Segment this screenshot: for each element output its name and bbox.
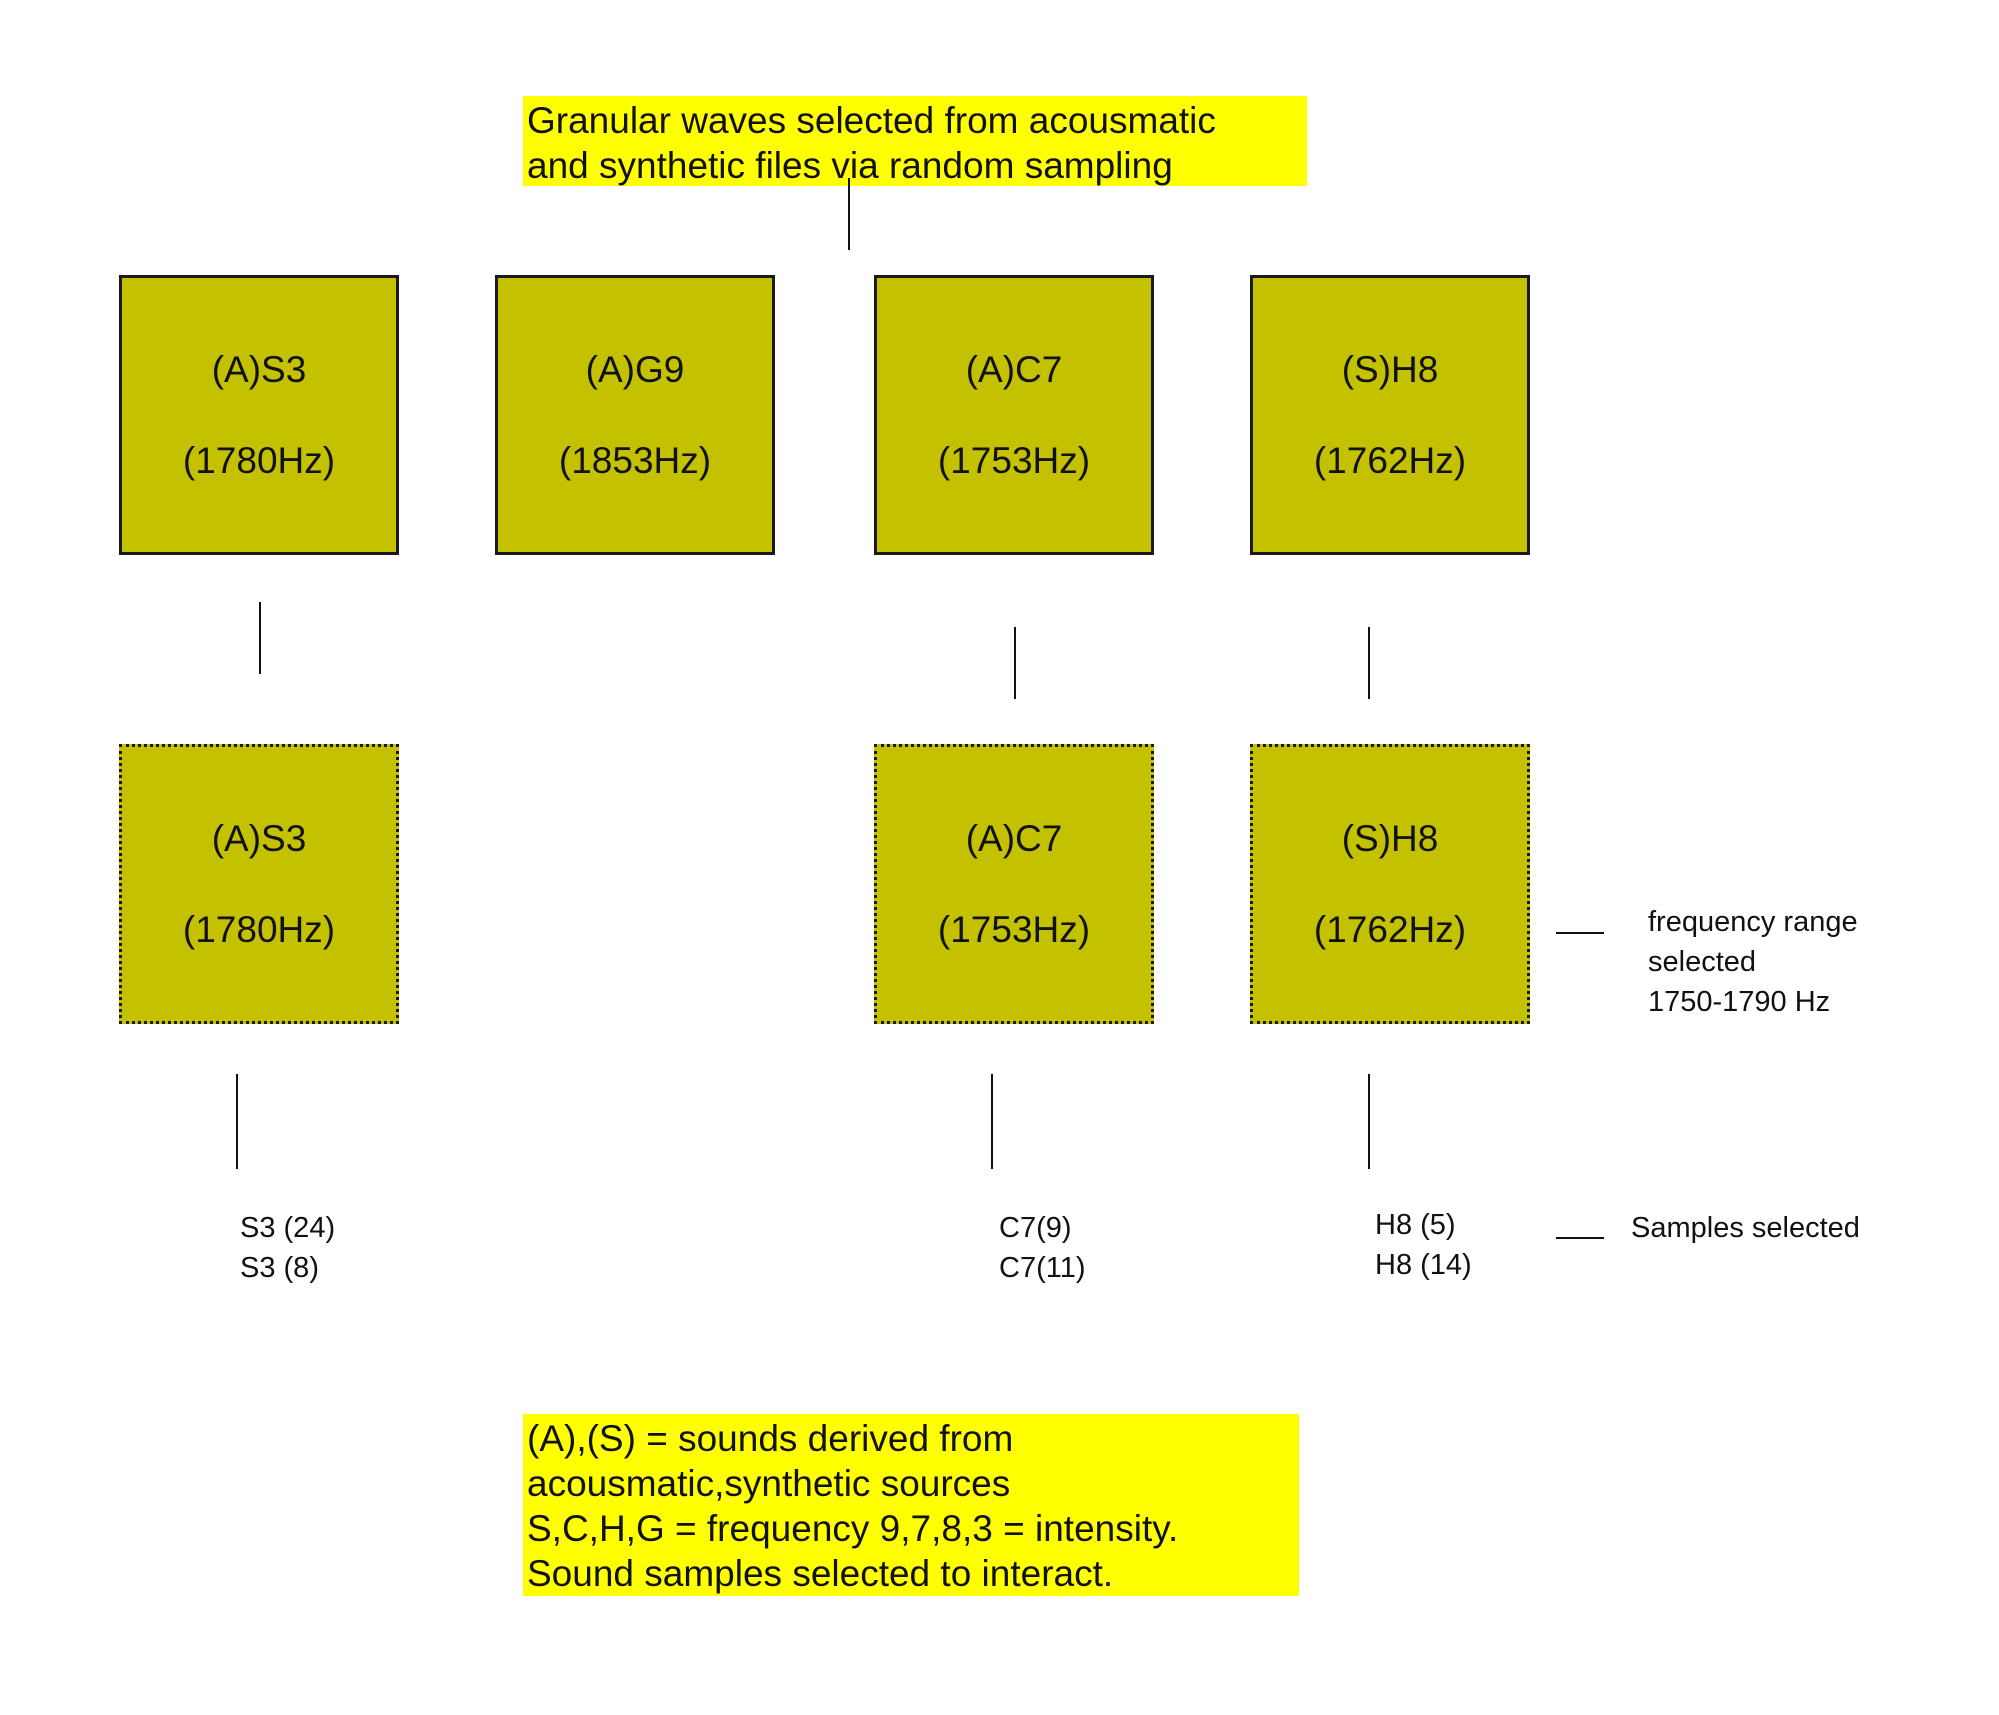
samples-c7: C7(9) C7(11) — [999, 1208, 1086, 1288]
connector-s3-top — [259, 602, 261, 674]
wave-box-ac7: (A)C7 (1753Hz) — [874, 275, 1154, 555]
frequency-range-line: 1750-1790 Hz — [1648, 986, 1831, 1018]
title-note: Granular waves selected from acousmatic … — [523, 96, 1307, 186]
wave-box-as3: (A)S3 (1780Hz) — [119, 275, 399, 555]
selected-box-sh8: (S)H8 (1762Hz) — [1250, 744, 1530, 1024]
wave-frequency: (1762Hz) — [1313, 440, 1467, 481]
wave-box-ag9: (A)G9 (1853Hz) — [495, 275, 775, 555]
selected-frequency: (1753Hz) — [937, 909, 1091, 950]
selected-name: (A)S3 — [211, 818, 307, 859]
legend-note: (A),(S) = sounds derived from acousmatic… — [523, 1414, 1299, 1596]
connector-s3-bottom — [236, 1074, 238, 1169]
connector-samples-selected — [1556, 1237, 1604, 1239]
connector-h8-top — [1368, 627, 1370, 699]
samples-h8: H8 (5) H8 (14) — [1375, 1205, 1472, 1285]
wave-name: (A)C7 — [965, 349, 1063, 390]
selected-box-ac7: (A)C7 (1753Hz) — [874, 744, 1154, 1024]
selected-name: (S)H8 — [1341, 818, 1439, 859]
frequency-range-line: frequency range — [1648, 906, 1858, 938]
connector-c7-bottom — [991, 1074, 993, 1169]
sample-item: S3 (24) — [240, 1212, 336, 1244]
connector-c7-top — [1014, 627, 1016, 699]
selected-frequency: (1780Hz) — [182, 909, 336, 950]
wave-name: (A)S3 — [211, 349, 307, 390]
sample-item: C7(11) — [999, 1252, 1086, 1284]
frequency-range-line: selected — [1648, 946, 1757, 978]
wave-name: (S)H8 — [1341, 349, 1439, 390]
legend-line: (A),(S) = sounds derived from — [527, 1418, 1014, 1459]
sample-item: H8 (5) — [1375, 1209, 1456, 1241]
wave-frequency: (1780Hz) — [182, 440, 336, 481]
wave-frequency: (1853Hz) — [558, 440, 712, 481]
sample-item: H8 (14) — [1375, 1249, 1472, 1281]
selected-name: (A)C7 — [965, 818, 1063, 859]
legend-line: acousmatic,synthetic sources — [527, 1463, 1011, 1504]
wave-name: (A)G9 — [585, 349, 685, 390]
wave-frequency: (1753Hz) — [937, 440, 1091, 481]
legend-line: Sound samples selected to interact. — [527, 1553, 1114, 1594]
title-note-line: and synthetic files via random sampling — [527, 145, 1173, 186]
frequency-range-label: frequency range selected 1750-1790 Hz — [1648, 902, 1858, 1022]
samples-s3: S3 (24) S3 (8) — [240, 1208, 335, 1288]
wave-box-sh8: (S)H8 (1762Hz) — [1250, 275, 1530, 555]
legend-line: S,C,H,G = frequency 9,7,8,3 = intensity. — [527, 1508, 1179, 1549]
title-note-line: Granular waves selected from acousmatic — [527, 100, 1216, 141]
selected-box-as3: (A)S3 (1780Hz) — [119, 744, 399, 1024]
sample-item: C7(9) — [999, 1212, 1072, 1244]
connector-title — [848, 178, 850, 250]
connector-h8-bottom — [1368, 1074, 1370, 1169]
sample-item: S3 (8) — [240, 1252, 319, 1284]
selected-frequency: (1762Hz) — [1313, 909, 1467, 950]
samples-selected-label: Samples selected — [1631, 1212, 1860, 1244]
connector-frequency-range — [1556, 932, 1604, 934]
